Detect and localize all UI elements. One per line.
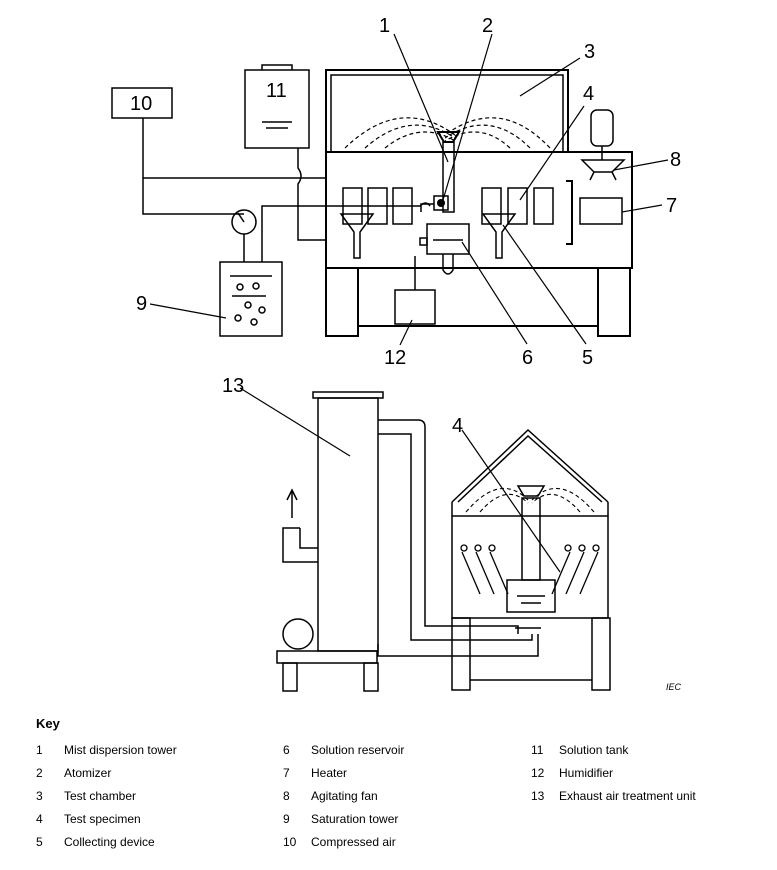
key-item-label: Collecting device bbox=[64, 835, 155, 850]
iec-mark: IEC bbox=[666, 682, 682, 692]
key-item-label: Atomizer bbox=[64, 765, 112, 780]
callout-1: 1 bbox=[379, 15, 390, 37]
callout-13: 13 bbox=[222, 375, 244, 397]
callout-2: 2 bbox=[482, 15, 493, 37]
exhaust-air-treatment-unit bbox=[276, 391, 384, 692]
test-chamber-body bbox=[325, 151, 633, 269]
key-item-number: 6 bbox=[283, 742, 290, 757]
key-item: 11 Solution tank bbox=[531, 738, 696, 761]
key-item-number: 12 bbox=[531, 765, 545, 780]
callout-numbers: 1 2 3 4 8 7 10 11 9 12 6 5 13 4 IEC bbox=[130, 15, 682, 692]
key-item: 8 Agitating fan bbox=[283, 784, 404, 807]
callout-6: 6 bbox=[522, 347, 533, 369]
key-item-number: 10 bbox=[283, 835, 297, 850]
key-item-label: Mist dispersion tower bbox=[64, 742, 177, 757]
key-item-number: 9 bbox=[283, 812, 290, 827]
agitating-fan bbox=[580, 109, 626, 181]
key-column-2: 6 Solution reservoir 7 Heater 8 Agitating f… bbox=[283, 738, 404, 854]
leader-lines-bottom bbox=[239, 387, 561, 573]
key-item-label: Saturation tower bbox=[311, 812, 399, 827]
key-item: 12 Humidifier bbox=[531, 761, 696, 784]
key-column-1: 1 Mist dispersion tower 2 Atomizer 3 Test c… bbox=[36, 738, 177, 854]
test-specimens-right bbox=[481, 187, 554, 225]
callout-4: 4 bbox=[583, 83, 594, 105]
callout-4-bottom: 4 bbox=[452, 415, 463, 437]
callout-3: 3 bbox=[584, 41, 595, 63]
key-item-number: 3 bbox=[36, 788, 43, 803]
key-item: 2 Atomizer bbox=[36, 761, 177, 784]
key-item: 10 Compressed air bbox=[283, 831, 404, 854]
key-item-number: 7 bbox=[283, 765, 290, 780]
mist-dispersion-tower bbox=[436, 131, 461, 213]
key-item-label: Humidifier bbox=[559, 765, 614, 780]
chamber-legs bbox=[325, 267, 631, 337]
callout-11: 11 bbox=[266, 80, 287, 102]
pressure-gauge bbox=[231, 209, 257, 262]
key-title: Key bbox=[36, 716, 60, 731]
compressed-air-box bbox=[111, 87, 326, 215]
key-item: 3 Test chamber bbox=[36, 784, 177, 807]
key-item-number: 13 bbox=[531, 788, 545, 803]
solution-tank bbox=[244, 64, 326, 241]
callout-7: 7 bbox=[666, 195, 677, 217]
key-item-label: Compressed air bbox=[311, 835, 396, 850]
key-item-number: 5 bbox=[36, 835, 43, 850]
callout-5: 5 bbox=[582, 347, 593, 369]
key-item-number: 1 bbox=[36, 742, 43, 757]
heater bbox=[566, 180, 623, 245]
solution-reservoir bbox=[419, 223, 470, 275]
exhaust-duct bbox=[377, 419, 541, 657]
key-item: 7 Heater bbox=[283, 761, 404, 784]
key-item-label: Solution tank bbox=[559, 742, 629, 757]
collecting-device bbox=[339, 213, 517, 259]
key-item-label: Agitating fan bbox=[311, 788, 378, 803]
humidifier bbox=[394, 256, 436, 325]
test-chamber-lid bbox=[325, 69, 570, 153]
key-item: 13 Exhaust air treatment unit bbox=[531, 784, 696, 807]
key-item-label: Exhaust air treatment unit bbox=[559, 788, 696, 803]
key-column-3: 11 Solution tank 12 Humidifier 13 Exhaust a… bbox=[531, 738, 696, 808]
test-chamber-2 bbox=[451, 428, 611, 691]
test-specimens-2 bbox=[460, 544, 600, 595]
callout-10: 10 bbox=[130, 93, 152, 115]
key-item-number: 8 bbox=[283, 788, 290, 803]
key-item-label: Heater bbox=[311, 765, 348, 780]
key-item: 1 Mist dispersion tower bbox=[36, 738, 177, 761]
key-item-number: 11 bbox=[531, 742, 544, 757]
saturation-tower bbox=[219, 202, 431, 337]
callout-9: 9 bbox=[136, 293, 147, 315]
salt-spray-apparatus-diagram: 1 2 3 4 8 7 10 11 9 12 6 5 13 4 IEC bbox=[111, 15, 682, 692]
key-item-number: 2 bbox=[36, 765, 43, 780]
key-item: 6 Solution reservoir bbox=[283, 738, 404, 761]
atomizer bbox=[420, 195, 449, 212]
mist-arcs-2 bbox=[465, 487, 595, 513]
callout-8: 8 bbox=[670, 149, 681, 171]
callout-12: 12 bbox=[384, 347, 406, 369]
key-item-number: 4 bbox=[36, 812, 43, 827]
key-item: 5 Collecting device bbox=[36, 831, 177, 854]
key-item-label: Test specimen bbox=[64, 812, 141, 827]
leader-lines-top bbox=[149, 33, 669, 346]
key-item: 4 Test specimen bbox=[36, 808, 177, 831]
key-item: 9 Saturation tower bbox=[283, 808, 404, 831]
key-item-label: Solution reservoir bbox=[311, 742, 405, 757]
key-item-label: Test chamber bbox=[64, 788, 137, 803]
